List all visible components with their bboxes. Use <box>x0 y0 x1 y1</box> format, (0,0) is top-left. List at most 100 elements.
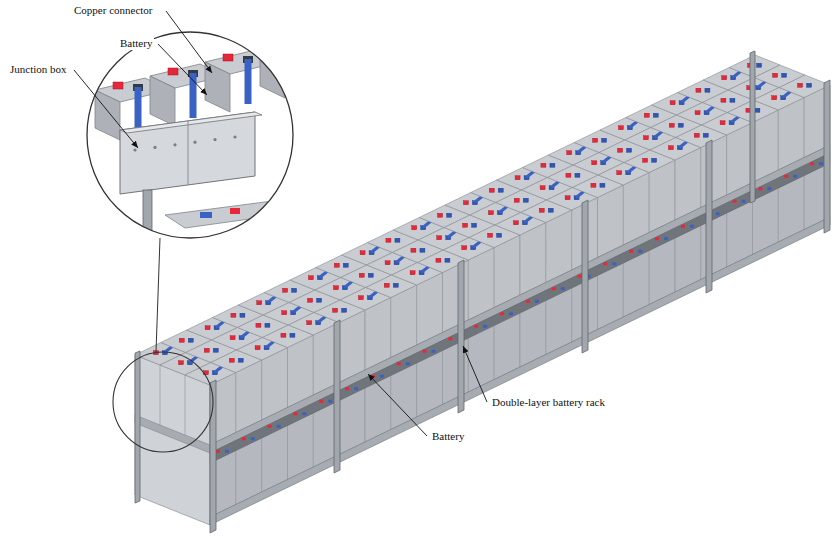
copper-connector <box>135 87 142 132</box>
battery-top <box>260 36 335 60</box>
rack-post <box>334 320 340 473</box>
terminal-blue <box>638 250 642 253</box>
terminal-red <box>514 198 519 202</box>
terminal-blue <box>240 313 245 317</box>
terminal-blue <box>368 273 373 277</box>
terminal-blue <box>447 213 452 217</box>
terminal-red <box>540 186 545 190</box>
terminal-red <box>179 338 184 342</box>
terminal-red <box>629 250 633 253</box>
screw <box>173 143 176 146</box>
terminal-red <box>784 175 788 178</box>
terminal-blue <box>703 133 708 137</box>
battery-top <box>779 75 830 98</box>
terminal-red <box>113 82 123 89</box>
copper-connector <box>190 73 197 118</box>
terminal-red <box>462 246 467 250</box>
terminal-blue <box>343 263 348 267</box>
battery-side <box>95 90 120 140</box>
terminal-blue <box>600 183 605 187</box>
terminal-red <box>278 40 288 47</box>
terminal-red <box>655 237 659 240</box>
terminal-red <box>681 225 685 228</box>
terminal-red <box>268 425 272 428</box>
leader-line <box>158 44 207 95</box>
leader-line <box>74 70 138 148</box>
terminal-red <box>541 163 546 167</box>
terminal-red <box>359 273 364 277</box>
zoom-detail <box>87 32 335 250</box>
terminal-blue <box>652 158 657 162</box>
shelf-beam <box>210 145 830 453</box>
terminal-red <box>617 171 622 175</box>
terminal-blue <box>213 348 218 352</box>
terminal-red <box>526 300 530 303</box>
terminal-red <box>216 450 220 453</box>
battery-edge <box>160 365 161 425</box>
terminal-blue <box>342 308 347 312</box>
terminal-red <box>319 400 323 403</box>
terminal-black <box>298 42 308 49</box>
terminal-blue <box>602 138 607 142</box>
terminal-blue <box>292 288 297 292</box>
terminal-red <box>618 126 623 130</box>
terminal-red <box>694 133 699 137</box>
terminal-blue <box>380 375 384 378</box>
terminal-blue <box>354 387 358 390</box>
terminal-blue <box>767 187 771 190</box>
copper-connector <box>245 59 252 104</box>
terminal-red <box>205 326 210 330</box>
rack-post <box>706 140 712 293</box>
battery-side <box>205 62 230 112</box>
terminal-blue <box>807 83 812 87</box>
rack-post <box>458 260 464 413</box>
terminal-blue <box>819 162 823 165</box>
terminal-red <box>257 301 262 305</box>
terminal-red <box>720 121 725 125</box>
terminal-red <box>513 221 518 225</box>
terminal-blue <box>238 358 243 362</box>
terminal-red <box>293 412 297 415</box>
terminal-red <box>463 201 468 205</box>
magnifier-circle <box>87 32 293 238</box>
terminal-blue <box>445 258 450 262</box>
bottom-beam <box>210 217 830 525</box>
terminal-red <box>567 151 572 155</box>
terminal-red <box>488 211 493 215</box>
terminal-blue <box>523 198 528 202</box>
terminal-red <box>438 213 443 217</box>
terminal-red <box>593 138 598 142</box>
terminal-red <box>358 296 363 300</box>
terminal-red <box>255 346 260 350</box>
terminal-red <box>603 262 607 265</box>
terminal-red <box>385 261 390 265</box>
terminal-blue <box>265 323 270 327</box>
terminal-red <box>423 350 427 353</box>
terminal-red <box>798 83 803 87</box>
battery-edge <box>185 375 186 435</box>
terminal-red <box>345 387 349 390</box>
terminal-blue <box>561 287 565 290</box>
terminal-blue <box>678 123 683 127</box>
terminal-red <box>178 361 183 365</box>
terminal-red <box>773 73 778 77</box>
screw <box>133 148 136 151</box>
terminal-red <box>242 437 246 440</box>
terminal-red <box>168 68 178 75</box>
terminal-blue <box>472 223 477 227</box>
terminal-blue <box>406 362 410 365</box>
terminal-blue <box>251 437 255 440</box>
terminal-blue <box>705 88 710 92</box>
terminal-blue <box>188 338 193 342</box>
terminal-red <box>489 188 494 192</box>
terminal-red <box>722 76 727 80</box>
terminal-red <box>229 358 234 362</box>
shelf-gap <box>210 153 830 463</box>
terminal-red <box>411 248 416 252</box>
terminal-blue <box>742 200 746 203</box>
terminal-red <box>643 136 648 140</box>
terminal-blue <box>395 238 400 242</box>
terminal-red <box>668 146 673 150</box>
terminal-blue <box>755 108 760 112</box>
